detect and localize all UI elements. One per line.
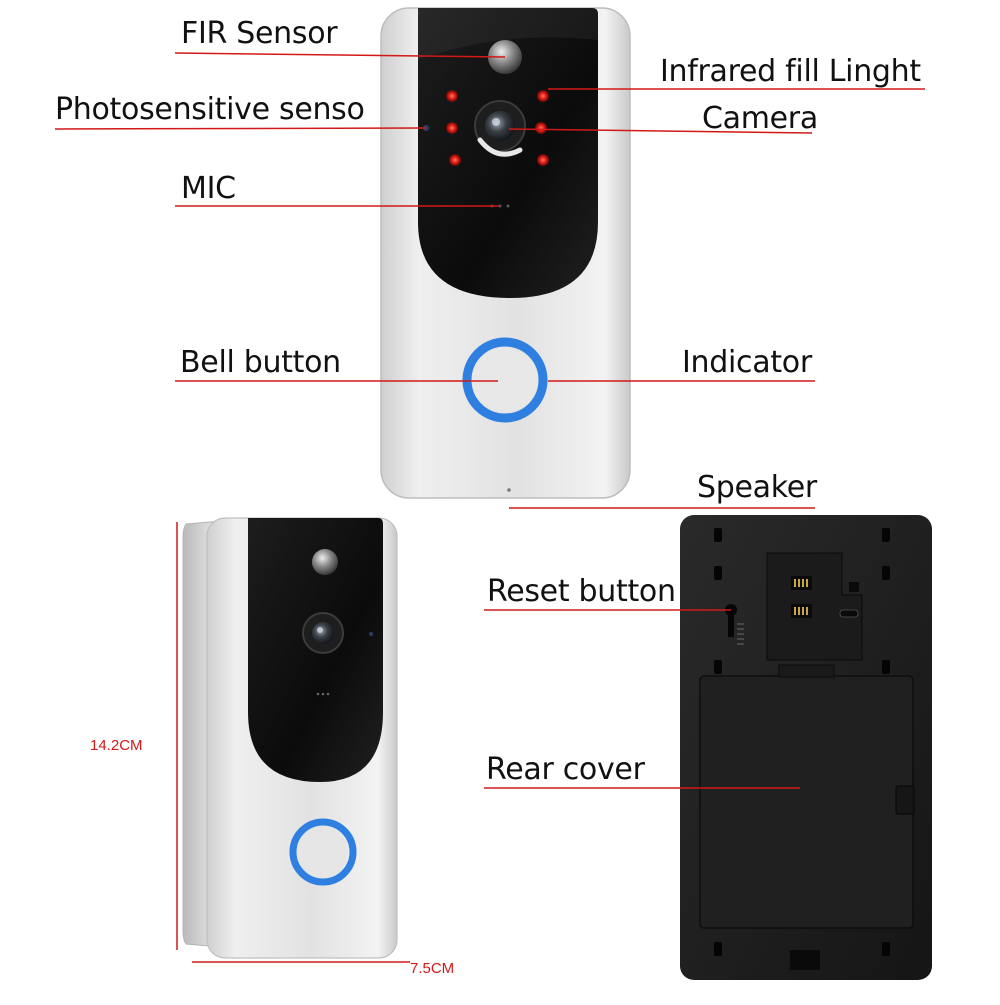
label-mic: MIC bbox=[181, 171, 236, 206]
sd-card-slots bbox=[791, 576, 812, 618]
speaker-hole bbox=[507, 488, 511, 492]
leader-lines bbox=[54, 52, 925, 789]
label-photosensitive-sensor: Photosensitive senso bbox=[55, 92, 365, 127]
width-dimension-label: 7.5CM bbox=[410, 960, 455, 977]
angled-bell-ring bbox=[289, 818, 357, 886]
label-camera: Camera bbox=[702, 101, 818, 136]
label-fir-sensor: FIR Sensor bbox=[181, 16, 338, 51]
label-rear-cover: Rear cover bbox=[486, 752, 645, 787]
bell-button-ring bbox=[462, 337, 548, 423]
recess-area bbox=[766, 552, 863, 661]
back-view-doorbell bbox=[680, 515, 932, 980]
camera-lens bbox=[485, 111, 515, 141]
angled-camera-lens bbox=[312, 622, 334, 644]
label-bell-button: Bell button bbox=[180, 345, 341, 380]
mount-holes bbox=[714, 528, 890, 956]
angled-fir-lens bbox=[312, 549, 338, 575]
infrared-leds bbox=[446, 90, 549, 166]
height-dimension-label: 14.2CM bbox=[90, 737, 143, 754]
rear-cover-latch bbox=[895, 785, 915, 815]
front-view-doorbell bbox=[380, 7, 631, 499]
angled-view-doorbell bbox=[176, 517, 410, 963]
label-speaker: Speaker bbox=[697, 470, 817, 505]
label-indicator: Indicator bbox=[682, 345, 812, 380]
label-infrared-fill-light: Infrared fill Linght bbox=[660, 54, 921, 89]
rear-cover-panel bbox=[699, 675, 914, 929]
camera-arc-highlight bbox=[477, 137, 523, 157]
label-reset-button: Reset button bbox=[487, 574, 676, 609]
usb-port bbox=[839, 609, 859, 618]
